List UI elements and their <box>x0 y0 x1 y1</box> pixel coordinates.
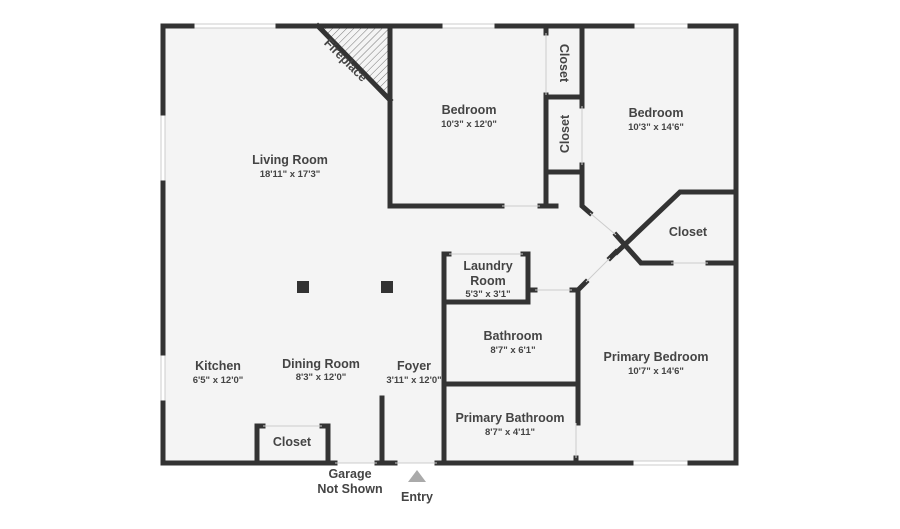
entry-label: Entry <box>401 490 433 504</box>
bedroom-label: Bedroom <box>442 103 497 117</box>
garage-label-1: Garage <box>328 467 371 481</box>
column-pillar <box>297 281 309 293</box>
column-pillar <box>381 281 393 293</box>
bathroom-dims: 8'7" x 6'1" <box>490 345 535 356</box>
primary-bathroom-dims: 8'7" x 4'11" <box>485 427 535 438</box>
kitchen-dims: 6'5" x 12'0" <box>193 375 244 386</box>
living-room-dims: 18'11" x 17'3" <box>260 169 321 180</box>
entry-arrow-icon <box>408 470 426 482</box>
dining-room-label: Dining Room <box>282 357 360 371</box>
laundry-label-1: Laundry <box>463 259 512 273</box>
bedroom-2-label: Bedroom <box>629 106 684 120</box>
bedroom-dims: 10'3" x 12'0" <box>441 119 497 130</box>
closet-kitchen-label: Closet <box>273 435 312 449</box>
foyer-dims: 3'11" x 12'0" <box>386 375 441 386</box>
closet-mid-label: Closet <box>558 114 572 153</box>
garage-label-2: Not Shown <box>317 482 382 496</box>
closet-right-label: Closet <box>669 225 708 239</box>
kitchen-label: Kitchen <box>195 359 241 373</box>
living-room-label: Living Room <box>252 153 328 167</box>
bedroom-2-dims: 10'3" x 14'6" <box>628 122 684 133</box>
doors <box>263 33 708 464</box>
laundry-dims: 5'3" x 3'1" <box>465 289 510 300</box>
primary-bedroom-label: Primary Bedroom <box>604 350 709 364</box>
closet-top-label: Closet <box>557 44 571 83</box>
laundry-label-2: Room <box>470 274 505 288</box>
bathroom-label: Bathroom <box>483 329 542 343</box>
floor-area <box>163 26 736 463</box>
primary-bedroom-dims: 10'7" x 14'6" <box>628 366 684 377</box>
dining-room-dims: 8'3" x 12'0" <box>296 372 347 383</box>
foyer-label: Foyer <box>397 359 431 373</box>
walls <box>160 22 739 466</box>
primary-bathroom-label: Primary Bathroom <box>455 411 564 425</box>
